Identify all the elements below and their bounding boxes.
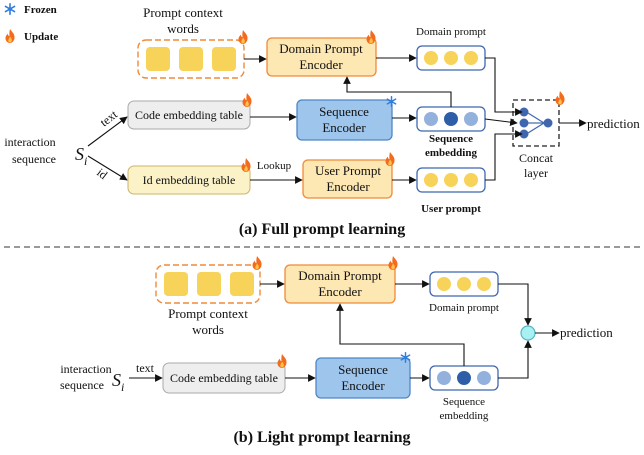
flame-icon	[555, 91, 565, 105]
a-domain-prompt-encoder-line1: Domain Prompt	[279, 41, 363, 56]
flame-icon	[277, 354, 287, 368]
b-prompt-context-words-line1: Prompt context	[168, 306, 248, 321]
b-prompt-context-box	[155, 256, 262, 304]
b-sequence-embedding-vector	[429, 365, 499, 391]
a-interaction-line1: interaction	[4, 135, 55, 149]
a-sequence-encoder-line2: Encoder	[322, 120, 366, 135]
panel-a: Prompt context words Domain Prompt Encod…	[4, 5, 640, 238]
b-sequence-encoder-line2: Encoder	[341, 378, 385, 393]
a-domain-prompt-encoder	[266, 37, 377, 77]
a-caption: (a) Full prompt learning	[239, 221, 405, 238]
legend-frozen-label: Frozen	[24, 4, 57, 16]
flame-icon	[238, 30, 248, 44]
a-text-label: text	[97, 107, 120, 130]
legend-update-label: Update	[24, 31, 58, 43]
b-domain-prompt-encoder-line2: Encoder	[318, 284, 362, 299]
a-domain-prompt-label: Domain prompt	[416, 26, 486, 38]
flame-icon	[5, 29, 15, 43]
a-id-embedding-table-label: Id embedding table	[143, 173, 236, 187]
a-sequence-encoder-line1: Sequence	[319, 104, 369, 119]
a-concat-layer	[512, 91, 565, 147]
b-code-embedding-table-label: Code embedding table	[170, 371, 278, 385]
a-context-token	[179, 47, 203, 71]
a-interaction-line2: sequence	[12, 152, 56, 166]
a-prompt-context-words-line2: words	[167, 21, 199, 36]
a-user-prompt-vector	[416, 167, 486, 193]
b-context-token	[230, 272, 254, 296]
b-context-token	[197, 272, 221, 296]
snowflake-icon	[4, 3, 16, 15]
a-sequence-embedding-line1: Sequence	[429, 133, 473, 145]
a-context-token	[146, 47, 170, 71]
flame-icon	[366, 30, 376, 44]
b-domain-prompt-vector	[429, 271, 499, 297]
b-interaction-line1: interaction	[60, 362, 111, 376]
a-concat-line1: Concat	[519, 151, 554, 165]
a-prompt-context-words-line1: Prompt context	[143, 5, 223, 20]
a-arrows	[87, 54, 587, 184]
b-context-token	[164, 272, 188, 296]
a-code-embedding-table-label: Code embedding table	[135, 108, 243, 122]
b-domain-prompt-label: Domain prompt	[429, 302, 499, 314]
b-sequence-encoder-line1: Sequence	[338, 362, 388, 377]
b-add-node	[520, 325, 536, 341]
b-caption: (b) Light prompt learning	[233, 429, 410, 446]
a-code-embedding-table	[127, 100, 251, 130]
legend: Frozen Update	[4, 3, 58, 43]
b-prediction-label: prediction	[560, 325, 613, 340]
b-arrows	[129, 280, 560, 382]
flame-icon	[241, 158, 251, 172]
a-context-token	[212, 47, 236, 71]
a-domain-prompt-vector	[416, 45, 486, 71]
a-user-prompt-label: User prompt	[421, 203, 481, 215]
flame-icon	[252, 256, 262, 270]
a-sequence-embedding-vector	[416, 106, 486, 132]
b-domain-prompt-encoder-line1: Domain Prompt	[298, 268, 382, 283]
b-text-label: text	[136, 361, 155, 375]
a-domain-prompt-encoder-line2: Encoder	[299, 57, 343, 72]
b-prompt-context-words-line2: words	[192, 322, 224, 337]
b-sequence-embedding-line1: Sequence	[443, 396, 485, 408]
a-prediction-label: prediction	[587, 116, 640, 131]
b-interaction-line2: sequence	[60, 378, 104, 392]
flame-icon	[388, 256, 398, 270]
a-user-prompt-encoder	[302, 159, 393, 199]
a-user-prompt-encoder-line2: Encoder	[326, 179, 370, 194]
panel-b: Prompt context words Domain Prompt Encod…	[60, 256, 613, 446]
a-concat-line2: layer	[524, 166, 548, 180]
b-sequence-embedding-line2: embedding	[440, 410, 489, 422]
flame-icon	[385, 152, 395, 166]
a-input-symbol: Si	[75, 144, 87, 168]
b-input-symbol: Si	[112, 370, 124, 394]
a-sequence-embedding-line2: embedding	[425, 147, 477, 159]
flame-icon	[242, 93, 252, 107]
a-lookup-label: Lookup	[257, 160, 292, 172]
a-sequence-encoder	[296, 99, 393, 141]
a-user-prompt-encoder-line1: User Prompt	[315, 163, 381, 178]
a-prompt-context-box	[137, 30, 248, 79]
